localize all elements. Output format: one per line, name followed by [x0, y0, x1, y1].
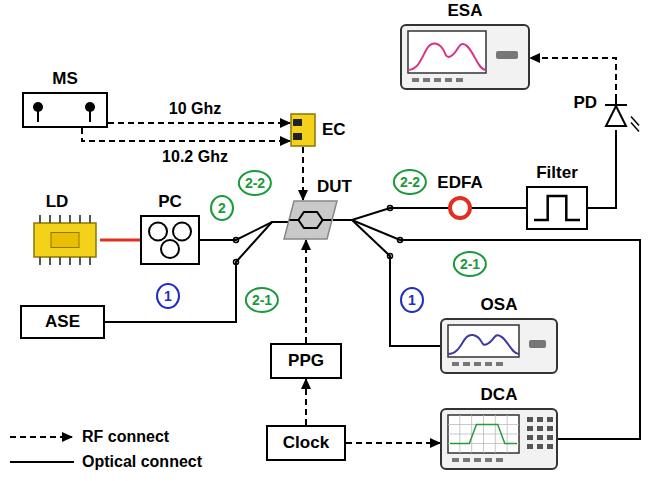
optical-connector: [472, 207, 526, 209]
callout-number: 2: [210, 195, 234, 221]
box-label: ASE: [45, 312, 80, 332]
ase-source: ASE: [20, 305, 105, 339]
box-label: PPG: [288, 351, 324, 371]
signal-generator: MS: [22, 92, 108, 128]
rf-connector: [305, 240, 307, 343]
optical-connector: [100, 239, 140, 242]
optical-connector: [200, 222, 288, 240]
callout-number: 1: [400, 287, 424, 313]
device-label: ESA: [448, 2, 483, 21]
frequency-label: 10 Ghz: [167, 100, 223, 118]
rf-connector: [530, 58, 616, 100]
rf-connector: [305, 379, 307, 425]
device-under-test: DUT: [283, 200, 338, 240]
device-label: EDFA: [437, 174, 482, 193]
callout-number: 1: [156, 283, 180, 309]
callout-number: 2-2: [238, 170, 272, 196]
device-label: LD: [46, 193, 69, 212]
clock-source: Clock: [266, 425, 346, 461]
rf-connector: [346, 442, 440, 444]
ec-symbol: [290, 113, 316, 147]
pd-symbol: [603, 100, 629, 130]
optical-filter: Filter: [526, 186, 588, 230]
callout-number: 2-1: [245, 287, 279, 313]
pattern-generator: PPG: [270, 343, 342, 379]
dut-symbol: [283, 200, 338, 240]
filter-symbol: [526, 186, 588, 230]
spectrum-analyzer: OSA: [440, 318, 558, 374]
polarization-controller: PC: [140, 215, 200, 265]
optical-connector: [588, 130, 616, 208]
device-label: PC: [158, 193, 182, 212]
rf-connector: [302, 147, 304, 200]
frequency-label: 10.2 Ghz: [160, 148, 230, 166]
pc-symbol: [140, 215, 200, 265]
optical-connector: [333, 220, 640, 439]
osa-symbol: [440, 318, 558, 374]
rf-connector: [108, 122, 290, 124]
ms-symbol: [22, 92, 108, 128]
fiber-amplifier: EDFA: [448, 196, 472, 220]
sampling-oscilloscope: DCA: [440, 408, 558, 470]
box-label: Clock: [283, 433, 329, 453]
photodiode: PD: [603, 100, 629, 130]
device-label: Filter: [536, 164, 578, 183]
dca-symbol: [440, 408, 558, 470]
coil-symbol: [448, 196, 472, 220]
optical-connector: [333, 208, 448, 220]
device-label: EC: [322, 121, 346, 140]
electrical-coupler: EC: [290, 113, 316, 147]
legend-text: RF connect: [82, 428, 169, 446]
esa-symbol: [400, 24, 530, 90]
optical-connector: [333, 220, 440, 346]
device-label: MS: [52, 70, 78, 89]
rf-connector: [82, 128, 290, 141]
device-label: DUT: [317, 178, 352, 197]
legend-text: Optical connect: [82, 453, 202, 471]
callout-number: 2-2: [393, 169, 427, 195]
device-label: PD: [573, 94, 597, 113]
device-label: OSA: [481, 296, 518, 315]
laser-diode: LD: [30, 215, 100, 265]
electrical-spectrum-analyzer: ESA: [400, 24, 530, 90]
legend-samples: [10, 437, 74, 462]
device-label: DCA: [481, 386, 518, 405]
ld-symbol: [30, 215, 100, 265]
callout-number: 2-1: [453, 251, 487, 277]
